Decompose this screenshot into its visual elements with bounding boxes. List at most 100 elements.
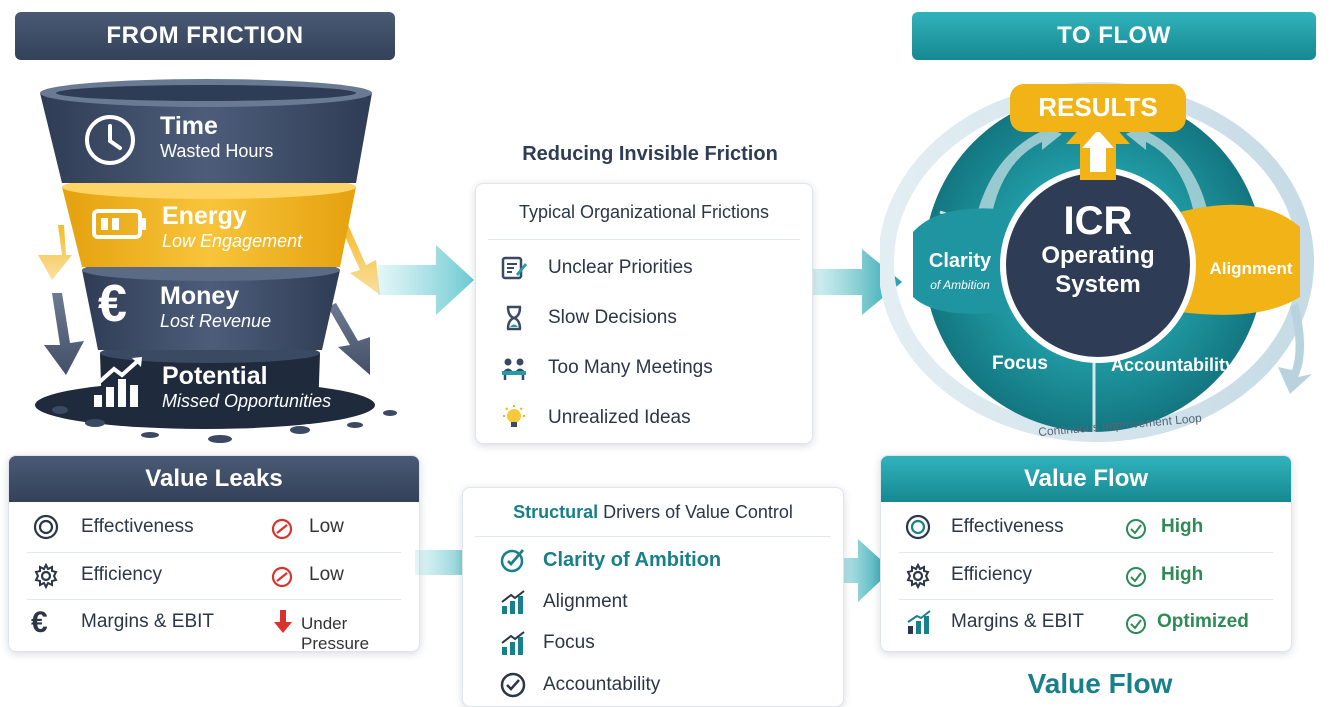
segment-accountability: Accountability — [1110, 355, 1235, 375]
meeting-icon — [502, 358, 526, 380]
flow-arrow-left — [378, 245, 474, 315]
frictions-card-title: Typical Organizational Frictions — [518, 202, 770, 222]
leak-label: Effectiveness — [81, 516, 194, 537]
driver-arrow-right — [820, 539, 892, 602]
flow-status: Optimized — [1157, 611, 1249, 632]
friction-item-label: Too Many Meetings — [548, 357, 713, 378]
funnel-subtitle-time: Wasted Hours — [160, 141, 274, 161]
footer-value-flow: Value Flow — [1027, 668, 1173, 699]
frictions-card: Typical Organizational Frictions Unclear… — [475, 183, 813, 444]
leak-arrow-right-amber — [340, 225, 380, 295]
from-friction-banner: FROM FRICTION — [15, 12, 395, 60]
leak-arrow-left-navy — [44, 293, 84, 375]
middle-heading: Reducing Invisible Friction — [522, 143, 778, 165]
lightbulb-icon — [503, 405, 525, 427]
leak-arrow-left-amber — [38, 225, 72, 280]
leak-label: Efficiency — [81, 564, 162, 585]
leak-status: Low — [309, 564, 344, 585]
icr-center-line2: Operating — [1041, 242, 1155, 269]
value-flow-header: Value Flow — [881, 456, 1291, 502]
icr-center-line3: System — [1055, 271, 1141, 298]
leak-arrow-right-navy — [328, 303, 370, 375]
flow-label: Margins & EBIT — [951, 611, 1085, 632]
funnel-subtitle-potential: Missed Opportunities — [162, 391, 332, 411]
friction-item-unclear-priorities: Unclear Priorities — [500, 254, 693, 282]
drivers-title-rest: Drivers of Value Control — [598, 502, 793, 522]
driver-item-focus: Focus — [499, 629, 595, 657]
driver-item-alignment: Alignment — [499, 588, 628, 616]
document-edit-icon — [501, 256, 527, 280]
flow-label: Effectiveness — [951, 516, 1064, 537]
driver-label: Focus — [543, 632, 595, 653]
funnel-title-potential: Potential — [162, 362, 268, 390]
target-check-icon — [500, 549, 525, 573]
flow-status: High — [1161, 516, 1204, 537]
friction-item-unrealized-ideas: Unrealized Ideas — [500, 404, 691, 432]
flow-row-effectiveness — [905, 514, 931, 540]
leak-row-efficiency — [33, 563, 59, 589]
leak-status: Under Pressure — [301, 614, 370, 652]
flow-row-margins — [905, 609, 933, 635]
growth-chart-icon — [94, 357, 142, 407]
clock-icon — [85, 115, 135, 165]
target-icon — [905, 514, 931, 540]
value-leaks-card: Value Leaks Effectiveness Low Efficiency… — [8, 455, 420, 652]
bar-chart-icon — [907, 610, 931, 634]
friction-item-label: Unclear Priorities — [548, 257, 693, 278]
driver-label: Accountability — [543, 674, 661, 695]
friction-item-slow-decisions: Slow Decisions — [500, 304, 677, 332]
flow-row-efficiency — [905, 563, 931, 589]
bar-chart-icon — [501, 631, 525, 655]
funnel-title-time: Time — [160, 112, 218, 140]
driver-item-accountability: Accountability — [499, 671, 660, 699]
bar-chart-icon — [501, 590, 525, 614]
segment-focus: Focus — [992, 353, 1048, 374]
driver-label: Clarity of Ambition — [543, 548, 722, 571]
leak-row-effectiveness — [33, 514, 59, 540]
blocked-icon — [271, 566, 293, 588]
icr-wheel — [880, 82, 1314, 442]
flow-arrow-right — [800, 249, 902, 315]
leak-row-margins: € — [31, 606, 48, 640]
check-circle-icon — [500, 672, 526, 698]
funnel-title-money: Money — [160, 282, 240, 310]
gear-icon — [34, 563, 58, 589]
value-leaks-header: Value Leaks — [9, 456, 419, 502]
target-icon — [33, 514, 59, 540]
check-circle-icon — [1126, 519, 1146, 539]
hourglass-icon — [506, 305, 522, 331]
battery-icon — [92, 209, 146, 239]
drivers-card: Structural Drivers of Value Control Clar… — [462, 487, 844, 707]
driver-label: Alignment — [543, 591, 628, 612]
flow-status: High — [1161, 564, 1204, 585]
leak-status: Low — [309, 516, 344, 537]
friction-item-too-many-meetings: Too Many Meetings — [500, 354, 713, 382]
funnel-subtitle-money: Lost Revenue — [160, 311, 272, 331]
friction-funnel — [35, 79, 397, 443]
segment-alignment: Alignment — [1209, 259, 1293, 278]
friction-item-label: Unrealized Ideas — [548, 407, 691, 428]
euro-icon: € — [31, 606, 48, 639]
value-flow-card: Value Flow Effectiveness High Efficiency… — [880, 455, 1292, 652]
to-flow-banner: TO FLOW — [912, 12, 1316, 60]
friction-item-label: Slow Decisions — [548, 307, 677, 328]
check-circle-icon — [1126, 567, 1146, 587]
drivers-title-strong: Structural — [513, 502, 599, 522]
gear-icon — [906, 563, 930, 589]
results-label: RESULTS — [1038, 92, 1158, 122]
euro-icon: € — [98, 275, 127, 333]
drivers-title: Structural Drivers of Value Control — [463, 502, 843, 523]
flow-label: Efficiency — [951, 564, 1032, 585]
segment-clarity: Clarity — [928, 250, 992, 272]
arrow-down-icon — [274, 610, 292, 633]
driver-item-clarity: Clarity of Ambition — [499, 546, 721, 574]
segment-clarity-sub: of Ambition — [930, 278, 990, 292]
value-leaks-title: Value Leaks — [145, 465, 283, 492]
icr-center-line1: ICR — [1063, 199, 1133, 243]
check-circle-icon — [1126, 614, 1146, 634]
leak-label: Margins & EBIT — [81, 611, 215, 632]
funnel-subtitle-energy: Low Engagement — [162, 231, 303, 251]
blocked-icon — [271, 518, 293, 540]
value-flow-title: Value Flow — [1023, 465, 1149, 492]
funnel-title-energy: Energy — [162, 202, 247, 230]
